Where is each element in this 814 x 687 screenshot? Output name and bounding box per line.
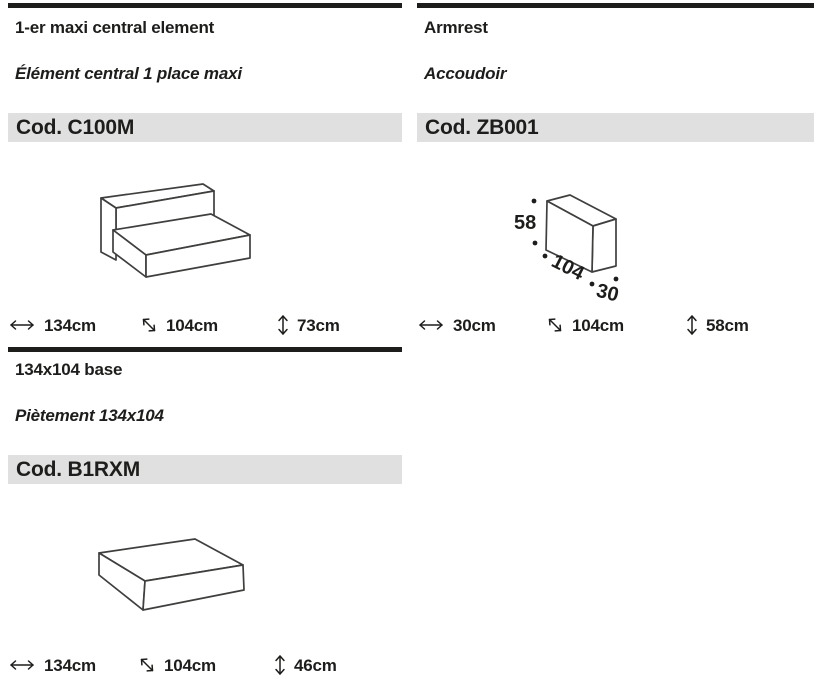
section-top-rule: [8, 347, 402, 352]
section-title-en: 1-er maxi central element: [15, 18, 215, 37]
central-element-drawing: [100, 183, 251, 278]
product-code: Cod. B1RXM: [16, 457, 141, 481]
dim-width: 134cm: [8, 313, 96, 337]
base-front-face: [142, 564, 245, 611]
armrest-right-face: [591, 218, 617, 273]
section-top-rule: [417, 3, 814, 8]
dim-width-value: 134cm: [44, 655, 96, 675]
section-title-fr: Accoudoir: [424, 64, 507, 83]
dim-depth: 104cm: [546, 313, 624, 337]
product-code-band: Cod. ZB001: [417, 113, 814, 142]
dim-height: 73cm: [277, 313, 340, 337]
product-code: Cod. ZB001: [425, 115, 539, 139]
diagonal-arrow-icon: [548, 318, 562, 332]
dim-depth-value: 104cm: [572, 315, 624, 335]
seat-front-face: [145, 234, 251, 278]
section-title-fr: Élément central 1 place maxi: [15, 64, 242, 83]
dim-width-value: 30cm: [453, 315, 496, 335]
left-right-arrow-icon: [10, 660, 34, 670]
dim-dot: [613, 276, 619, 282]
dim-height-value: 58cm: [706, 315, 749, 335]
dim-depth-value: 104cm: [166, 315, 218, 335]
up-down-arrow-icon: [278, 315, 288, 335]
section-title-fr: Piètement 134x104: [15, 406, 164, 425]
left-right-arrow-icon: [10, 320, 34, 330]
section-top-rule: [8, 3, 402, 8]
dim-dot: [532, 240, 538, 246]
base-drawing: [98, 538, 245, 611]
dim-depth-value: 104cm: [164, 655, 216, 675]
dim-width: 30cm: [417, 313, 496, 337]
dim-depth: 104cm: [138, 653, 216, 677]
product-code-band: Cod. B1RXM: [8, 455, 402, 484]
dim-height: 58cm: [686, 313, 749, 337]
product-code-band: Cod. C100M: [8, 113, 402, 142]
dim-dot: [589, 281, 595, 287]
left-right-arrow-icon: [419, 320, 443, 330]
dim-dot: [531, 198, 537, 204]
up-down-arrow-icon: [275, 655, 285, 675]
up-down-arrow-icon: [687, 315, 697, 335]
section-title-en: 134x104 base: [15, 360, 123, 379]
dim-width-value: 134cm: [44, 315, 96, 335]
dim-dot: [542, 253, 548, 259]
dim-depth: 104cm: [140, 313, 218, 337]
product-code: Cod. C100M: [16, 115, 135, 139]
armrest-height-label: 58: [514, 212, 536, 234]
armrest-drawing: 58 104 30: [514, 194, 621, 307]
armrest-front-face: [545, 200, 594, 273]
dim-height-value: 46cm: [294, 655, 337, 675]
diagonal-arrow-icon: [140, 658, 154, 672]
dim-height: 46cm: [274, 653, 337, 677]
armrest-depth-label: 30: [594, 280, 621, 307]
section-title-en: Armrest: [424, 18, 488, 37]
diagonal-arrow-icon: [142, 318, 156, 332]
dim-width: 134cm: [8, 653, 96, 677]
dim-height-value: 73cm: [297, 315, 340, 335]
